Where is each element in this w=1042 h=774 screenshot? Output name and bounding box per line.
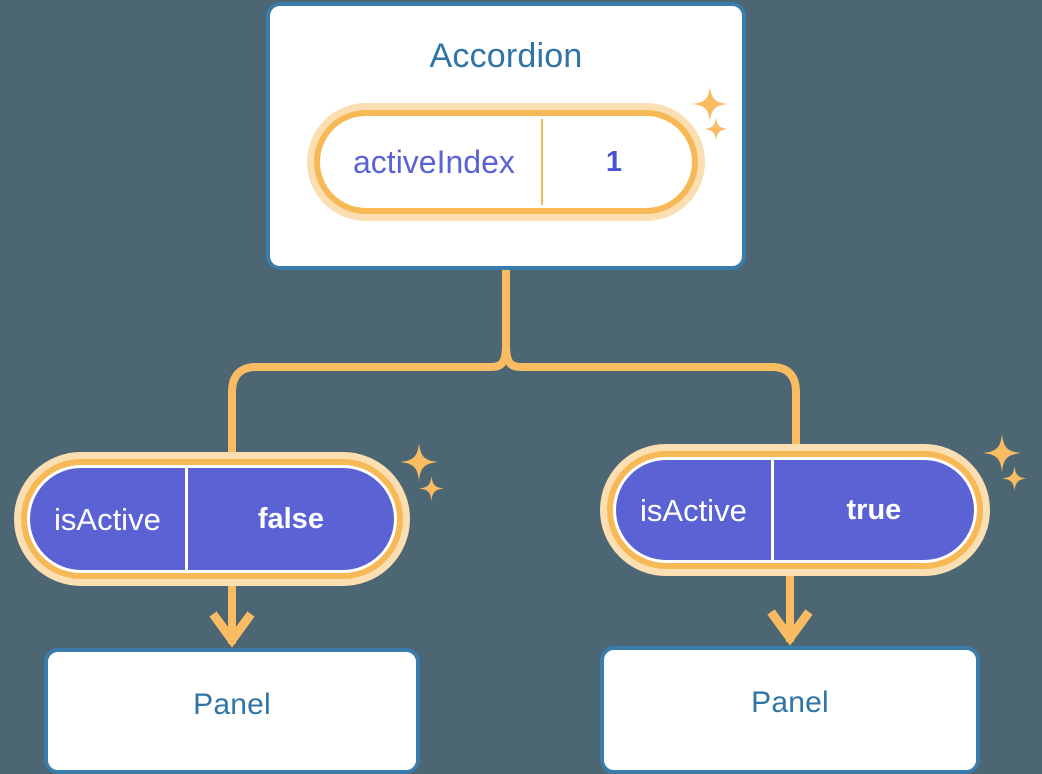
prop-key-is-active-left: isActive	[30, 468, 188, 570]
prop-value-is-active-right: true	[846, 493, 902, 526]
sparkle-icon	[419, 476, 444, 501]
prop-pill-inner-left: isActive false	[27, 465, 397, 573]
prop-pill-is-active-right[interactable]: isActive true	[600, 444, 990, 576]
panel-component-card-right[interactable]: Panel	[600, 646, 980, 774]
page-title: Accordion	[429, 37, 583, 75]
sparkle-icon	[983, 434, 1021, 472]
prop-key-is-active-right: isActive	[616, 460, 774, 560]
state-pill-inner: activeIndex 1	[320, 116, 692, 208]
state-value-active-index: 1	[605, 145, 622, 178]
panel-title-left: Panel	[193, 688, 271, 721]
sparkle-icon	[400, 443, 438, 481]
state-key-active-index: activeIndex	[323, 119, 543, 205]
arrow-down-icon-right-head	[767, 609, 813, 646]
prop-pill-is-active-left[interactable]: isActive false	[14, 452, 410, 586]
prop-value-is-active-left: false	[257, 502, 324, 535]
panel-title-right: Panel	[751, 686, 829, 719]
panel-component-card-left[interactable]: Panel	[44, 648, 420, 774]
arrow-down-icon-left-head	[209, 611, 255, 648]
state-pill-active-index[interactable]: activeIndex 1	[307, 103, 705, 221]
sparkle-icon	[1002, 466, 1027, 491]
branch-connector-right	[502, 341, 800, 456]
prop-pill-inner-right: isActive true	[613, 457, 977, 563]
branch-connector-left	[228, 341, 510, 464]
